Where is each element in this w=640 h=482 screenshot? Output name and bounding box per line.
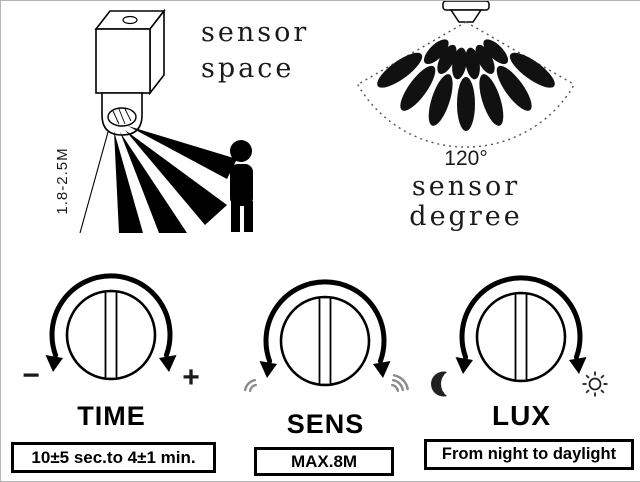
- sens-range-text: MAX.8M: [290, 451, 358, 471]
- time-range-box: 10±5 sec.to 4±1 min.: [11, 442, 216, 473]
- lux-range-text: From night to daylight: [441, 445, 617, 463]
- lux-knob-slot: [514, 292, 528, 382]
- sensor-degree-line2: degree: [409, 201, 522, 232]
- sensor-angle-label: 120°: [444, 147, 487, 170]
- sensor-degree-line1: sensor: [412, 171, 520, 202]
- beam-petals-icon: [377, 39, 555, 131]
- arrow-head-right-icon: [569, 357, 587, 374]
- arrow-head-right-icon: [159, 355, 177, 372]
- time-plus-label: +: [182, 361, 200, 394]
- arrow-head-left-icon: [259, 361, 277, 378]
- sens-knob-slot: [318, 296, 332, 386]
- lux-rotation-arrow: [459, 275, 583, 360]
- sensor-space-line2: space: [201, 53, 295, 84]
- lux-dial[interactable]: [419, 265, 624, 415]
- detection-beams-icon: [114, 126, 237, 233]
- time-dial[interactable]: − +: [9, 263, 214, 413]
- mount-height-label: 1.8-2.5M: [54, 147, 71, 214]
- moon-icon: [431, 371, 447, 397]
- time-knob-slot: [104, 290, 118, 380]
- lux-dial-title: LUX: [492, 400, 551, 431]
- sector-outline-icon: [357, 21, 575, 148]
- ceiling-sensor-device-icon: [442, 1, 490, 23]
- sensor-degree-diagram: 120° sensor degree: [357, 1, 575, 232]
- sens-dial-title: SENS: [286, 409, 365, 439]
- sens-rotation-arrow: [263, 279, 387, 364]
- time-minus-label: −: [22, 359, 40, 392]
- strong-signal-icon: [391, 374, 409, 392]
- sens-range-box: MAX.8M: [254, 447, 394, 476]
- sens-dial[interactable]: [223, 269, 428, 419]
- wall-sensor-diagram: 1.8-2.5M: [54, 8, 253, 234]
- time-dial-title: TIME: [77, 401, 146, 431]
- arrow-head-left-icon: [45, 355, 63, 372]
- arrow-head-right-icon: [373, 361, 391, 378]
- lux-range-box: From night to daylight: [424, 439, 634, 470]
- sun-icon: [582, 371, 608, 397]
- sensor-space-line1: sensor: [201, 17, 310, 48]
- height-measure-line: [79, 131, 109, 234]
- time-rotation-arrow: [49, 273, 173, 358]
- weak-signal-icon: [244, 379, 257, 392]
- sensor-space-caption: sensor space: [201, 15, 309, 87]
- time-range-text: 10±5 sec.to 4±1 min.: [31, 447, 196, 467]
- sensor-lens-icon: [107, 107, 137, 127]
- person-figure-icon: [230, 140, 253, 232]
- arrow-head-left-icon: [455, 357, 473, 374]
